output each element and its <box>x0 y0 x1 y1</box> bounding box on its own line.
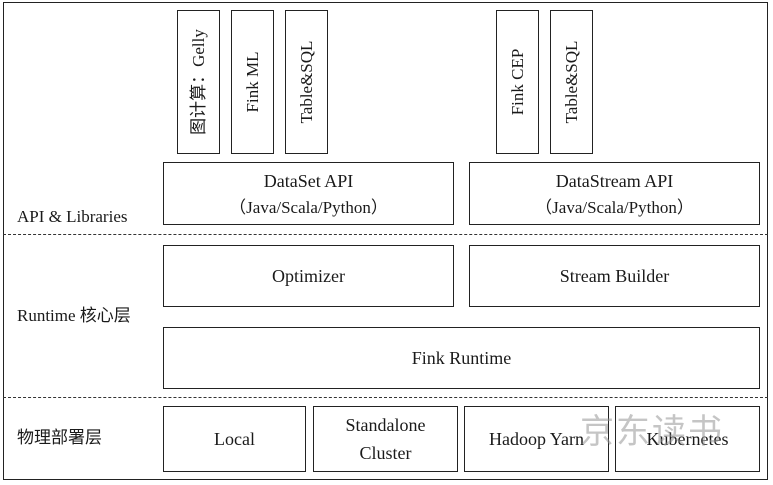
standalone-label: Standalone <box>345 415 426 435</box>
divider-api-runtime <box>3 234 768 235</box>
local-label: Local <box>214 429 255 449</box>
library-cep-label: Fink CEP <box>507 48 527 116</box>
library-gelly: 图计算：Gelly <box>177 10 220 154</box>
diagram-frame <box>3 2 768 480</box>
library-ml-label: Fink ML <box>242 51 262 113</box>
library-cep: Fink CEP <box>496 10 539 154</box>
optimizer-box: Optimizer <box>163 245 454 307</box>
datastream-api-title: DataStream API <box>555 170 674 191</box>
local-box: Local <box>163 406 306 472</box>
layer-label-runtime: Runtime 核心层 <box>17 306 131 325</box>
dataset-api-box: DataSet API （Java/Scala/Python） <box>163 162 454 225</box>
datastream-api-box: DataStream API （Java/Scala/Python） <box>469 162 760 225</box>
library-table-sql-batch-label: Table&SQL <box>296 40 316 124</box>
library-table-sql-batch: Table&SQL <box>285 10 328 154</box>
stream-builder-label: Stream Builder <box>559 266 670 286</box>
layer-label-deploy: 物理部署层 <box>17 428 102 447</box>
stream-builder-box: Stream Builder <box>469 245 760 307</box>
kubernetes-label: Kubernetes <box>646 429 729 449</box>
kubernetes-box: Kubernetes <box>615 406 760 472</box>
datastream-api-languages: （Java/Scala/Python） <box>535 197 694 217</box>
optimizer-label: Optimizer <box>272 266 345 286</box>
library-ml: Fink ML <box>231 10 274 154</box>
dataset-api-title: DataSet API <box>263 170 354 191</box>
library-table-sql-stream-label: Table&SQL <box>561 40 581 124</box>
fink-runtime-box: Fink Runtime <box>163 327 760 389</box>
library-table-sql-stream: Table&SQL <box>550 10 593 154</box>
divider-runtime-deploy <box>3 397 768 398</box>
hadoop-yarn-label: Hadoop Yarn <box>488 429 584 449</box>
standalone-cluster-box: Standalone Cluster <box>313 406 458 472</box>
dataset-api-languages: （Java/Scala/Python） <box>229 197 388 217</box>
hadoop-yarn-box: Hadoop Yarn <box>464 406 609 472</box>
layer-label-api: API & Libraries <box>17 207 128 226</box>
library-gelly-label: 图计算：Gelly <box>188 29 208 135</box>
fink-runtime-label: Fink Runtime <box>411 348 512 368</box>
cluster-label: Cluster <box>359 443 412 463</box>
